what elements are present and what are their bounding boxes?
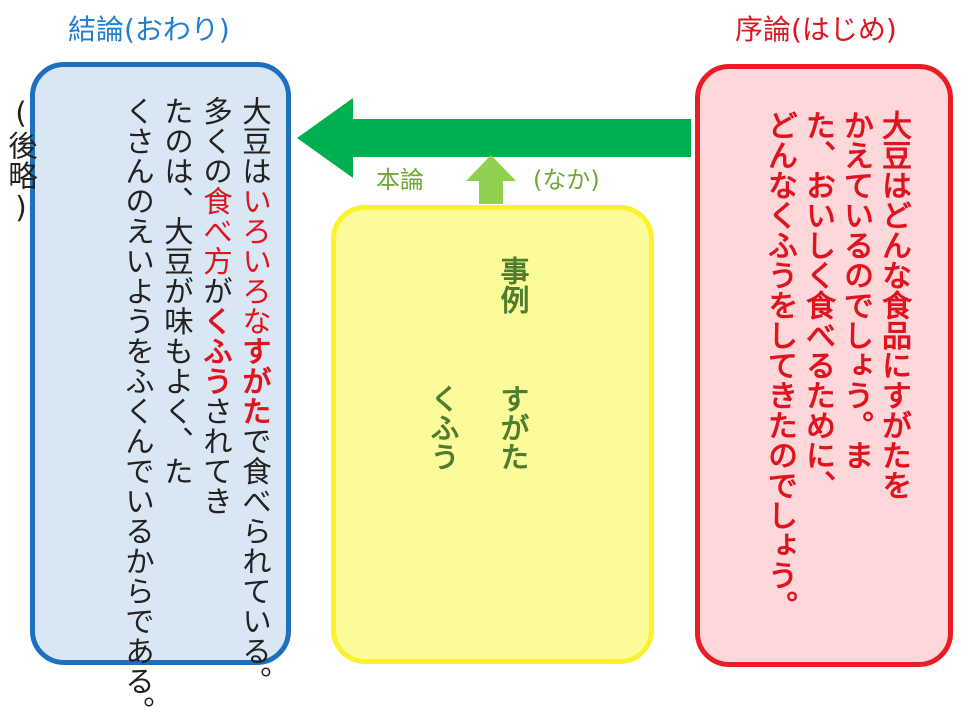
introduction-label: 序論(はじめ) <box>735 13 897 46</box>
conclusion-line: されてき <box>199 396 233 516</box>
conclusion-text: 大豆はいろいろなすがたで食べられている。 多くの食べ方がくふうされてきたのは、大豆… <box>4 96 274 726</box>
introduction-line: かえているのでしょう。ま <box>838 110 873 470</box>
introduction-line: 大豆はどんな食品にすがたを <box>876 110 911 500</box>
conclusion-highlight: 食べ方 <box>199 186 233 276</box>
introduction-text: 大豆はどんな食品にすがたをかえているのでしょう。また、おいしく食べるために、どん… <box>742 110 912 650</box>
body-heading: 事例 <box>496 256 530 314</box>
introduction-line: どんなくふうをしてきたのでしょう。 <box>762 110 797 620</box>
big-left-arrow <box>297 98 691 178</box>
conclusion-line: たのは、大豆が味もよく、た <box>160 96 194 486</box>
body-item-kufuu: くふう <box>426 384 460 471</box>
body-label: 本論 <box>376 166 424 194</box>
conclusion-label: 結論(おわり) <box>68 13 230 46</box>
conclusion-omitted: (後略) <box>4 96 38 225</box>
body-sub-label: (なか) <box>533 166 600 194</box>
conclusion-text-part: が <box>199 276 233 306</box>
flow-arrows <box>297 98 691 204</box>
conclusion-box <box>30 62 291 665</box>
body-box <box>331 205 654 664</box>
conclusion-keyword-kufuu: くふう <box>199 306 233 396</box>
conclusion-text-part: で食べられている。 <box>238 426 272 696</box>
small-up-arrow <box>466 155 516 204</box>
introduction-box <box>695 64 953 667</box>
conclusion-highlight: いろいろな <box>238 186 272 336</box>
conclusion-line: くさんのえいようをふくんでいるからである。 <box>121 96 155 726</box>
conclusion-text-part: 大豆は <box>238 96 272 186</box>
conclusion-text-part: されてきたのは、大豆が味もよく、たくさんのえいようをふくんでいるからである。 <box>121 96 233 726</box>
introduction-line: た、おいしく食べるために、 <box>800 110 835 500</box>
body-item-sugata: すがた <box>496 384 530 471</box>
conclusion-text-part: 多くの <box>199 96 233 186</box>
conclusion-keyword-sugata: すがた <box>238 336 272 426</box>
